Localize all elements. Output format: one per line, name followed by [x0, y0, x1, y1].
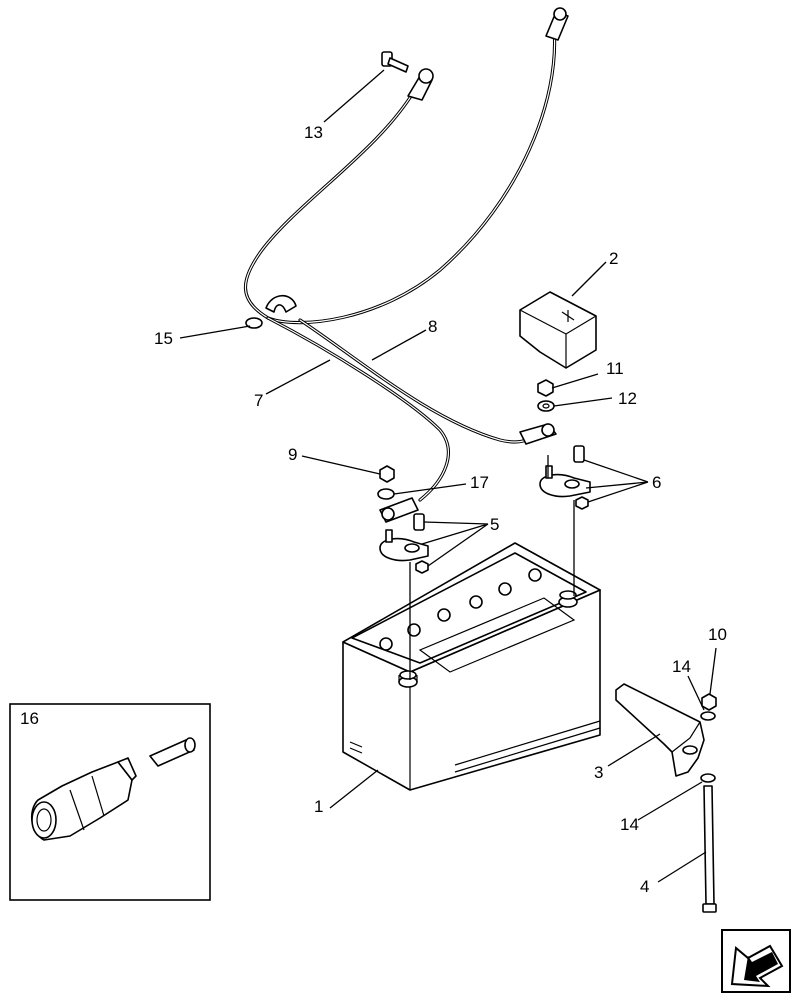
callout-14-upper: 14: [672, 657, 691, 676]
leader-lines: [179, 69, 717, 883]
callout-5: 5: [490, 515, 499, 534]
battery: [342, 542, 601, 791]
callout-12: 12: [618, 389, 637, 408]
hold-down-bracket: [615, 683, 705, 777]
washer: [700, 711, 716, 721]
callout-1: 1: [314, 797, 323, 816]
cable-assembly: [243, 7, 569, 523]
terminal-cover: [519, 291, 597, 369]
callout-14-lower: 14: [620, 815, 639, 834]
callout-2: 2: [609, 249, 618, 268]
callout-3: 3: [594, 763, 603, 782]
navigation-arrow[interactable]: [721, 929, 791, 993]
nut: [379, 465, 395, 483]
connector-inset: [9, 703, 211, 901]
callout-9: 9: [288, 445, 297, 464]
callout-10: 10: [708, 625, 727, 644]
callout-16: 16: [20, 709, 39, 728]
hold-down-rod: [702, 785, 717, 913]
callout-13: 13: [304, 123, 323, 142]
bolt: [381, 51, 409, 73]
callout-8: 8: [428, 317, 437, 336]
callout-15: 15: [154, 329, 173, 348]
callout-4: 4: [640, 877, 649, 896]
callout-17: 17: [470, 473, 489, 492]
callout-11: 11: [606, 359, 624, 378]
washer: [537, 400, 555, 412]
washer: [700, 773, 716, 783]
washer: [377, 488, 395, 500]
callout-7: 7: [254, 391, 263, 410]
callout-labels: 1 2 3 4 5 6 7 8 9 10 11 12 13 14 14 15 1…: [20, 123, 727, 896]
clamp-negative: [379, 513, 429, 574]
callout-6: 6: [652, 473, 661, 492]
nut: [537, 379, 554, 397]
clamp-positive: [539, 445, 591, 510]
nut: [701, 693, 717, 711]
